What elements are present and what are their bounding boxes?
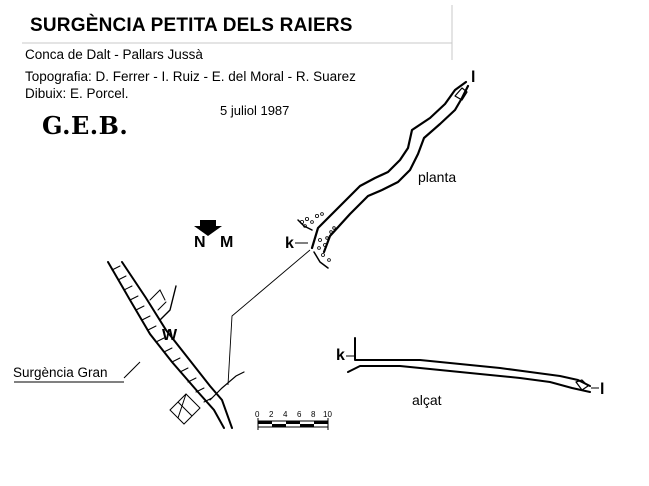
scale-tick-label: 6 [297,410,302,419]
north-label: N [194,234,206,251]
survey-date: 5 juliol 1987 [220,103,290,118]
plan-station-k: k [285,235,294,252]
elevation-station-k: k [336,347,345,364]
basin-text: Conca de Dalt - Pallars Jussà [25,47,203,62]
elevation-profile [347,337,591,393]
elevation-label: alçat [412,392,442,408]
scale-tick-label: 10 [323,410,332,419]
main-spring-channel [107,261,245,429]
magnetic-label: M [220,234,234,251]
topography-credits: Topografia: D. Ferrer - I. Ruiz - E. del… [25,69,356,84]
drawing-credits: Dibuix: E. Porcel. [25,86,129,101]
plan-passage [297,80,470,269]
elevation-station-l: l [600,381,605,398]
plan-label: planta [418,169,457,185]
scale-tick-label: 2 [269,410,274,419]
scale-tick-label: 0 [255,410,260,419]
scale-bar [257,418,329,430]
main-spring-leader [123,361,141,379]
plan-boulders [299,212,336,262]
plan-connector-line [227,249,311,386]
west-label: W [162,327,178,344]
scale-tick-label: 4 [283,410,288,419]
plan-station-l: l [471,69,476,86]
club-logo-text: G.E.B. [42,111,129,140]
main-spring-label: Surgència Gran [13,365,108,380]
arrow-down-icon [194,220,222,236]
scale-tick-label: 8 [311,410,316,419]
map-title: SURGÈNCIA PETITA DELS RAIERS [30,15,353,36]
